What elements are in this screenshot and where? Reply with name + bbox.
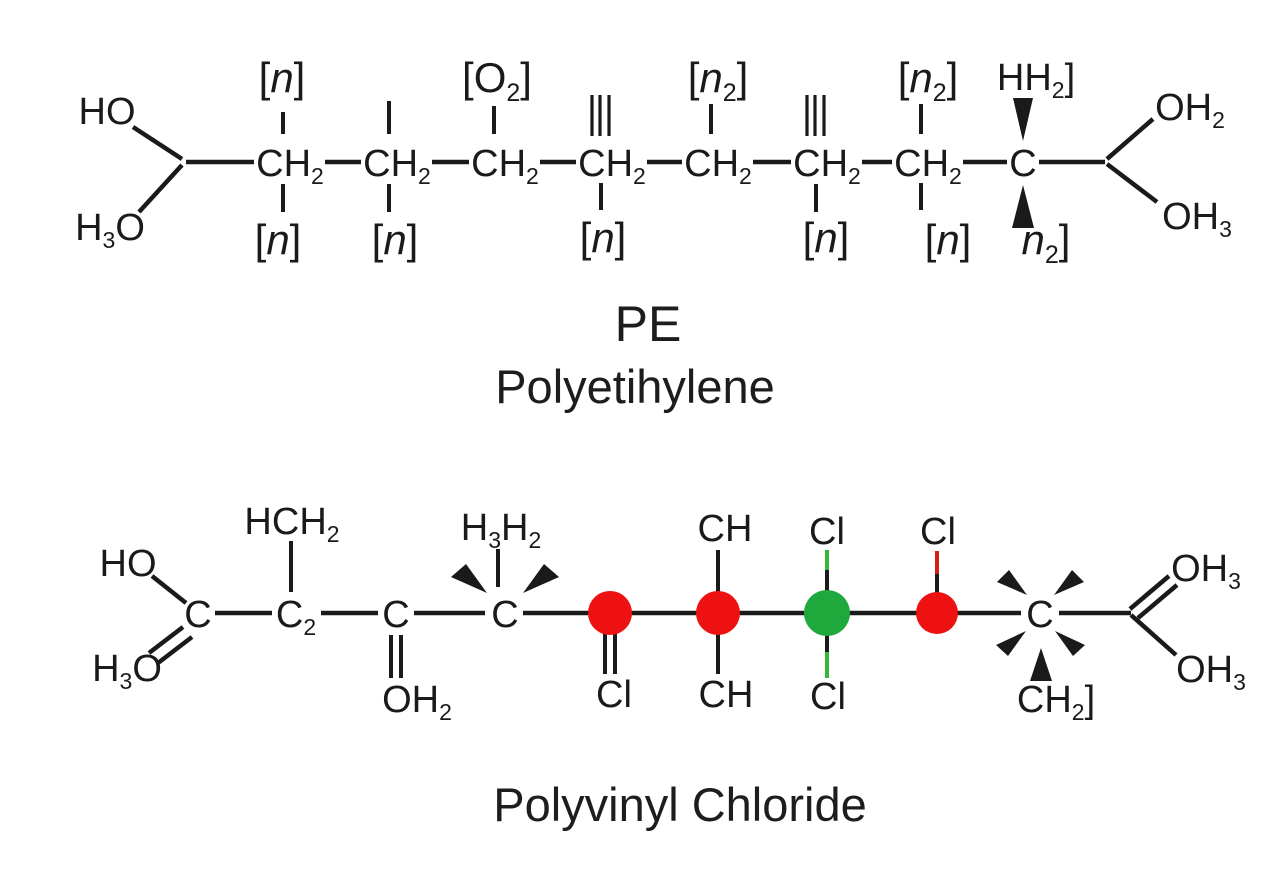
pvc-label-cl-red-top: Cl bbox=[920, 511, 956, 553]
pe-label-ho: HO bbox=[78, 91, 135, 133]
pvc-label-hch2: HCH2 bbox=[244, 501, 339, 547]
pvc-label-oh2: OH2 bbox=[382, 679, 452, 725]
pe-label-ch2-7: CH2 bbox=[894, 143, 962, 189]
pe-label-ch2-5: CH2 bbox=[684, 143, 752, 189]
pvc-bond bbox=[1136, 583, 1179, 620]
pvc-wedge-c5-ll bbox=[996, 631, 1026, 656]
pvc-label-c5: C bbox=[1026, 594, 1053, 636]
pe-label-c-8: C bbox=[1009, 143, 1036, 185]
pvc-bond bbox=[1128, 574, 1171, 611]
pvc-bond bbox=[1129, 613, 1178, 657]
pvc-wedge-c4-ur bbox=[523, 564, 559, 593]
pe-label-n-bot-4: [n] bbox=[580, 214, 627, 261]
pvc-label-ch-top: CH bbox=[698, 508, 753, 550]
pvc-atom-circle-red-2 bbox=[696, 591, 740, 635]
pe-label-oh2: OH2 bbox=[1155, 87, 1225, 133]
pe-bond bbox=[1105, 162, 1159, 204]
pvc-wedge-c4-ul bbox=[451, 564, 487, 593]
pvc-label-h3h2: H3H2 bbox=[461, 507, 542, 553]
pvc-atom-circle-red-3 bbox=[916, 592, 958, 634]
pe-label-n-bot-1: [n] bbox=[255, 216, 302, 263]
pe-label-ch2-1: CH2 bbox=[256, 143, 324, 189]
pe-label-n2-top-7: [n2] bbox=[898, 54, 959, 107]
pvc-atom-circle-red-1 bbox=[588, 591, 632, 635]
pvc-label-c4: C bbox=[491, 594, 518, 636]
pe-label-n-top-1: [n] bbox=[259, 54, 306, 101]
pvc-atom-circle-green bbox=[804, 590, 850, 636]
pe-label-n-bot-7: [n] bbox=[925, 216, 972, 263]
pvc-bond bbox=[156, 635, 194, 665]
pe-label-o2-top: [O2] bbox=[462, 54, 532, 107]
pvc-wedge-c5-bottom bbox=[1030, 648, 1052, 681]
pe-label-hh2-top: HH2] bbox=[997, 57, 1075, 103]
pe-abbreviation-title: PE bbox=[615, 296, 682, 352]
pvc-wedge-c5-ur bbox=[1054, 570, 1084, 595]
pvc-label-c1: C bbox=[184, 594, 211, 636]
pe-wedge-up-c8 bbox=[1013, 98, 1033, 141]
pvc-label-cl-green-top: Cl bbox=[809, 511, 845, 553]
pvc-wedge-c5-ul bbox=[997, 570, 1027, 595]
pvc-label-h3o: H3O bbox=[92, 648, 162, 694]
pvc-label-ho: HO bbox=[99, 543, 156, 585]
pvc-label-oh3-top: OH3 bbox=[1171, 548, 1241, 594]
pe-wedge-down-c8 bbox=[1012, 185, 1034, 228]
pe-label-ch2-3: CH2 bbox=[471, 143, 539, 189]
pvc-label-c3: C bbox=[382, 594, 409, 636]
pvc-name-title: Polyvinyl Chloride bbox=[493, 778, 867, 831]
pe-label-oh3: OH3 bbox=[1162, 196, 1232, 242]
pe-label-ch2-6: CH2 bbox=[793, 143, 861, 189]
pe-bond bbox=[131, 125, 184, 161]
pvc-label-ch2-bracket: CH2] bbox=[1017, 679, 1095, 725]
pe-name-title: Polyetihylene bbox=[495, 360, 775, 413]
pe-label-ch2-4: CH2 bbox=[578, 143, 646, 189]
pvc-label-ch-bot: CH bbox=[699, 674, 754, 716]
pe-label-n2-top-5: [n2] bbox=[688, 54, 749, 107]
pvc-label-cl-green-bot: Cl bbox=[810, 676, 846, 718]
pe-label-h3o: H3O bbox=[75, 207, 145, 253]
pe-label-n-bot-2: [n] bbox=[372, 216, 419, 263]
pe-bond bbox=[1105, 117, 1155, 161]
pvc-bond bbox=[147, 625, 185, 655]
pvc-label-c2: C2 bbox=[276, 594, 316, 640]
pvc-bond bbox=[150, 574, 188, 605]
pe-label-n2-bot-8: n2] bbox=[1022, 216, 1071, 269]
pe-structure-diagram: HO H3O [n] [O2] [n2] [n2] HH2] CH2 CH2 CH2 CH2 CH2 C… bbox=[75, 54, 1232, 269]
pe-label-ch2-2: CH2 bbox=[363, 143, 431, 189]
pvc-label-oh3-bot: OH3 bbox=[1176, 649, 1246, 695]
pe-label-n-bot-6: [n] bbox=[803, 214, 850, 261]
pvc-label-cl-black: Cl bbox=[596, 674, 632, 716]
pe-bond bbox=[137, 163, 184, 214]
pvc-wedge-c5-lr bbox=[1055, 631, 1085, 656]
